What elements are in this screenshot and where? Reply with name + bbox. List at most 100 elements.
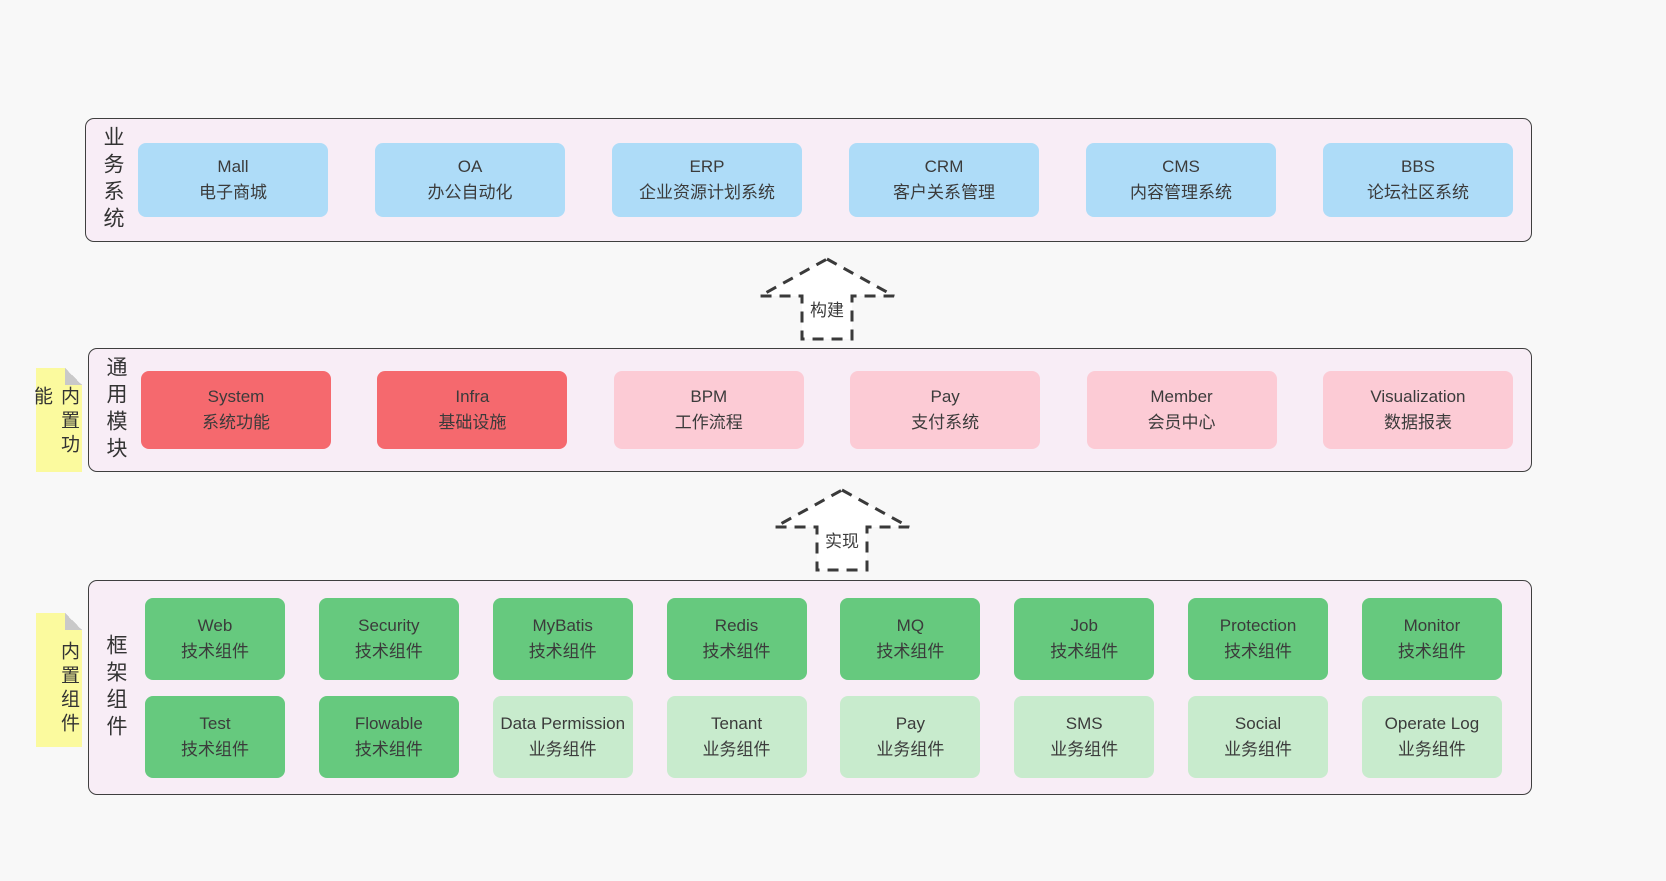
box-subtitle: 技术组件 xyxy=(1397,641,1466,661)
sticky-built-in-functions: 内置功能 xyxy=(31,368,82,472)
box-title: Tenant xyxy=(711,713,763,733)
box-title: System xyxy=(207,387,265,406)
box-title: Social xyxy=(1234,713,1282,733)
box-subtitle: 支付系统 xyxy=(911,413,980,432)
box-title: SMS xyxy=(1065,713,1103,733)
box-title: Visualization xyxy=(1370,387,1466,406)
box-bpm: BPM 工作流程 xyxy=(613,371,804,449)
box-web: Web 技术组件 xyxy=(145,597,285,680)
box-title: Member xyxy=(1150,387,1213,406)
box-monitor: Monitor 技术组件 xyxy=(1361,597,1502,680)
box-subtitle: 技术组件 xyxy=(1224,641,1293,661)
box-title: Protection xyxy=(1219,615,1297,635)
box-title: Data Permission xyxy=(500,713,626,733)
box-title: Security xyxy=(358,615,420,635)
box-bbs: BBS 论坛社区系统 xyxy=(1323,143,1513,217)
box-visualization: Visualization 数据报表 xyxy=(1322,371,1513,449)
box-subtitle: 电子商城 xyxy=(199,183,267,202)
box-subtitle: 技术组件 xyxy=(181,641,249,661)
box-mall: Mall 电子商城 xyxy=(138,143,328,217)
box-title: Infra xyxy=(455,387,490,406)
band-framework-components: 框架组件 Web 技术组件 Security 技术组件 MyBatis 技术组件… xyxy=(88,580,1532,795)
box-subtitle: 工作流程 xyxy=(674,413,743,432)
box-subtitle: 企业资源计划系统 xyxy=(639,183,775,202)
box-title: Test xyxy=(199,713,231,733)
box-subtitle: 技术组件 xyxy=(1050,641,1119,661)
box-subtitle: 技术组件 xyxy=(181,739,249,759)
sticky-built-in-components: 内置组件 xyxy=(36,613,82,747)
box-cms: CMS 内容管理系统 xyxy=(1086,143,1276,217)
sticky-label: 内置组件 xyxy=(58,641,79,737)
arrow-build: 构建 xyxy=(742,256,912,342)
box-title: Flowable xyxy=(354,713,423,733)
box-pay-component: Pay 业务组件 xyxy=(840,695,981,778)
box-protection: Protection 技术组件 xyxy=(1188,597,1329,680)
business-systems-boxes: Mall 电子商城 OA 办公自动化 ERP 企业资源计划系统 CRM 客户关系… xyxy=(138,119,1531,241)
business-components-row: Test 技术组件 Flowable 技术组件 Data Permission … xyxy=(145,695,1502,778)
box-member: Member 会员中心 xyxy=(1086,371,1277,449)
box-erp: ERP 企业资源计划系统 xyxy=(612,143,802,217)
box-subtitle: 技术组件 xyxy=(702,641,771,661)
box-subtitle: 业务组件 xyxy=(702,739,771,759)
box-sms: SMS 业务组件 xyxy=(1014,695,1155,778)
box-system: System 系统功能 xyxy=(141,371,331,449)
box-operate-log: Operate Log 业务组件 xyxy=(1361,695,1502,778)
box-subtitle: 技术组件 xyxy=(528,641,597,661)
arrow-implement: 实现 xyxy=(757,487,927,573)
box-social: Social 业务组件 xyxy=(1188,695,1329,778)
box-flowable: Flowable 技术组件 xyxy=(318,695,459,778)
box-subtitle: 会员中心 xyxy=(1147,413,1216,432)
band-business-systems-label: 业务系统 xyxy=(101,126,124,234)
band-common-modules: 通用模块 System 系统功能 Infra 基础设施 BPM 工作流程 Pay… xyxy=(88,348,1532,472)
framework-components-rows: Web 技术组件 Security 技术组件 MyBatis 技术组件 Redi… xyxy=(141,581,1531,794)
box-title: Job xyxy=(1070,615,1098,635)
box-mq: MQ 技术组件 xyxy=(840,597,981,680)
band-common-modules-label: 通用模块 xyxy=(104,356,127,464)
box-title: ERP xyxy=(689,157,725,176)
box-subtitle: 业务组件 xyxy=(876,739,945,759)
box-subtitle: 基础设施 xyxy=(438,413,507,432)
box-title: OA xyxy=(457,157,483,176)
box-crm: CRM 客户关系管理 xyxy=(849,143,1039,217)
box-subtitle: 技术组件 xyxy=(876,641,945,661)
box-title: Mall xyxy=(217,157,249,176)
box-title: MQ xyxy=(896,615,925,635)
technical-components-row: Web 技术组件 Security 技术组件 MyBatis 技术组件 Redi… xyxy=(145,597,1502,680)
box-tenant: Tenant 业务组件 xyxy=(666,695,807,778)
box-subtitle: 业务组件 xyxy=(1050,739,1119,759)
up-arrow-icon xyxy=(759,257,895,341)
box-pay-module: Pay 支付系统 xyxy=(850,371,1041,449)
box-redis: Redis 技术组件 xyxy=(666,597,807,680)
box-subtitle: 客户关系管理 xyxy=(893,183,995,202)
box-subtitle: 业务组件 xyxy=(1224,739,1293,759)
box-title: BPM xyxy=(690,387,728,406)
box-subtitle: 业务组件 xyxy=(528,739,597,759)
box-subtitle: 内容管理系统 xyxy=(1130,183,1232,202)
box-subtitle: 论坛社区系统 xyxy=(1367,183,1469,202)
box-subtitle: 办公自动化 xyxy=(427,183,513,202)
box-infra: Infra 基础设施 xyxy=(377,371,568,449)
box-subtitle: 技术组件 xyxy=(354,641,423,661)
box-title: MyBatis xyxy=(532,615,593,635)
box-title: CMS xyxy=(1162,157,1200,176)
box-subtitle: 技术组件 xyxy=(354,739,423,759)
box-title: Operate Log xyxy=(1384,713,1480,733)
sticky-label: 内置功能 xyxy=(31,386,79,458)
box-subtitle: 数据报表 xyxy=(1383,413,1452,432)
box-title: BBS xyxy=(1400,157,1436,176)
box-security: Security 技术组件 xyxy=(318,597,459,680)
up-arrow-icon xyxy=(774,488,910,572)
band-business-systems: 业务系统 Mall 电子商城 OA 办公自动化 ERP 企业资源计划系统 CRM… xyxy=(85,118,1532,242)
box-data-permission: Data Permission 业务组件 xyxy=(492,695,633,778)
box-title: CRM xyxy=(924,157,964,176)
box-title: Pay xyxy=(930,387,960,406)
box-subtitle: 系统功能 xyxy=(202,413,270,432)
box-subtitle: 业务组件 xyxy=(1397,739,1466,759)
box-title: Redis xyxy=(714,615,759,635)
box-test: Test 技术组件 xyxy=(145,695,285,778)
box-oa: OA 办公自动化 xyxy=(375,143,565,217)
box-job: Job 技术组件 xyxy=(1014,597,1155,680)
common-modules-boxes: System 系统功能 Infra 基础设施 BPM 工作流程 Pay 支付系统… xyxy=(141,349,1531,471)
box-mybatis: MyBatis 技术组件 xyxy=(492,597,633,680)
box-title: Monitor xyxy=(1403,615,1461,635)
